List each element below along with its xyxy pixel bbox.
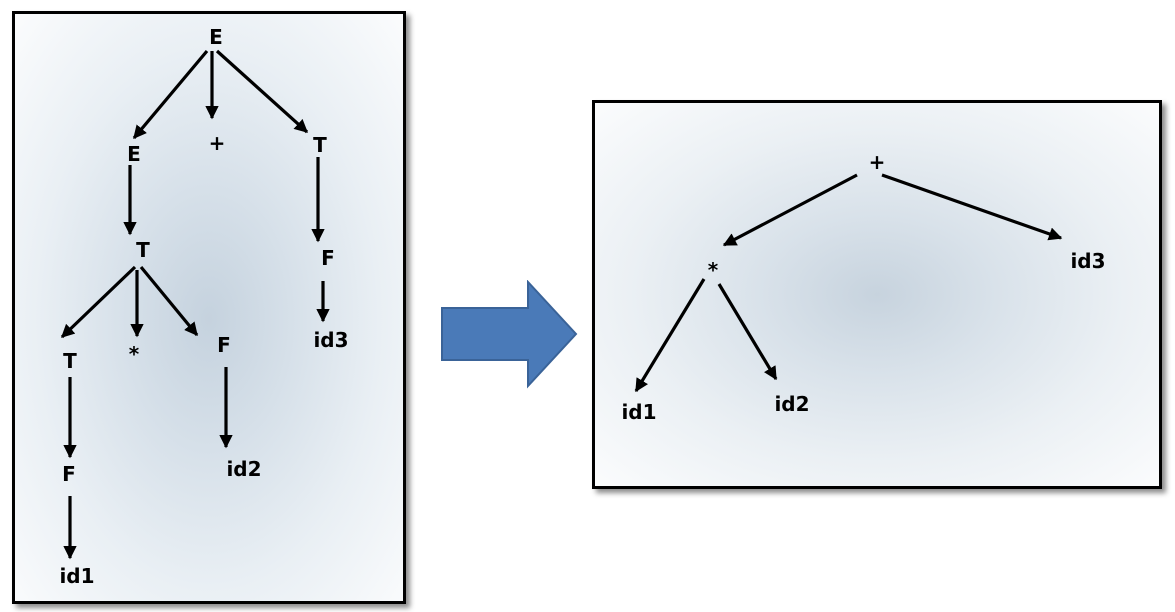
node-T-right: T xyxy=(313,133,327,157)
node-star: * xyxy=(708,258,719,282)
node-T-left: T xyxy=(63,349,77,373)
node-F-left: F xyxy=(62,462,76,486)
edge-plus-to-id3 xyxy=(881,173,1063,241)
node-id2: id2 xyxy=(226,457,261,481)
edge-E-to-E xyxy=(132,49,209,140)
node-E-left: E xyxy=(127,142,141,166)
edge-E-to-T xyxy=(215,49,309,134)
edge-star-to-id2 xyxy=(717,283,778,381)
syntax-tree-diagram: + * id3 id1 id2 xyxy=(621,150,1105,424)
node-F-mid: F xyxy=(217,333,231,357)
node-id3: id3 xyxy=(1070,249,1105,273)
edge-T-to-F-mid xyxy=(139,265,199,337)
edge-T-to-T-left xyxy=(60,265,137,339)
node-F-right: F xyxy=(321,246,335,270)
node-id2: id2 xyxy=(774,392,809,416)
node-star: * xyxy=(129,342,140,366)
transform-arrow-icon xyxy=(441,280,578,389)
node-plus-root: + xyxy=(869,150,886,174)
edge-plus-to-star xyxy=(722,173,858,247)
node-id1: id1 xyxy=(59,564,94,588)
parse-tree-panel: E E + T T F id3 T * F F id2 id1 xyxy=(12,11,406,604)
arrow-shape xyxy=(441,280,578,389)
node-plus: + xyxy=(209,131,226,155)
node-id3: id3 xyxy=(313,328,348,352)
syntax-tree-panel: + * id3 id1 id2 xyxy=(592,100,1162,489)
node-T-mid: T xyxy=(136,238,150,262)
parse-tree-diagram: E E + T T F id3 T * F F id2 id1 xyxy=(59,25,348,588)
node-id1: id1 xyxy=(621,400,656,424)
node-E-root: E xyxy=(209,25,223,49)
edge-star-to-id1 xyxy=(634,278,706,393)
